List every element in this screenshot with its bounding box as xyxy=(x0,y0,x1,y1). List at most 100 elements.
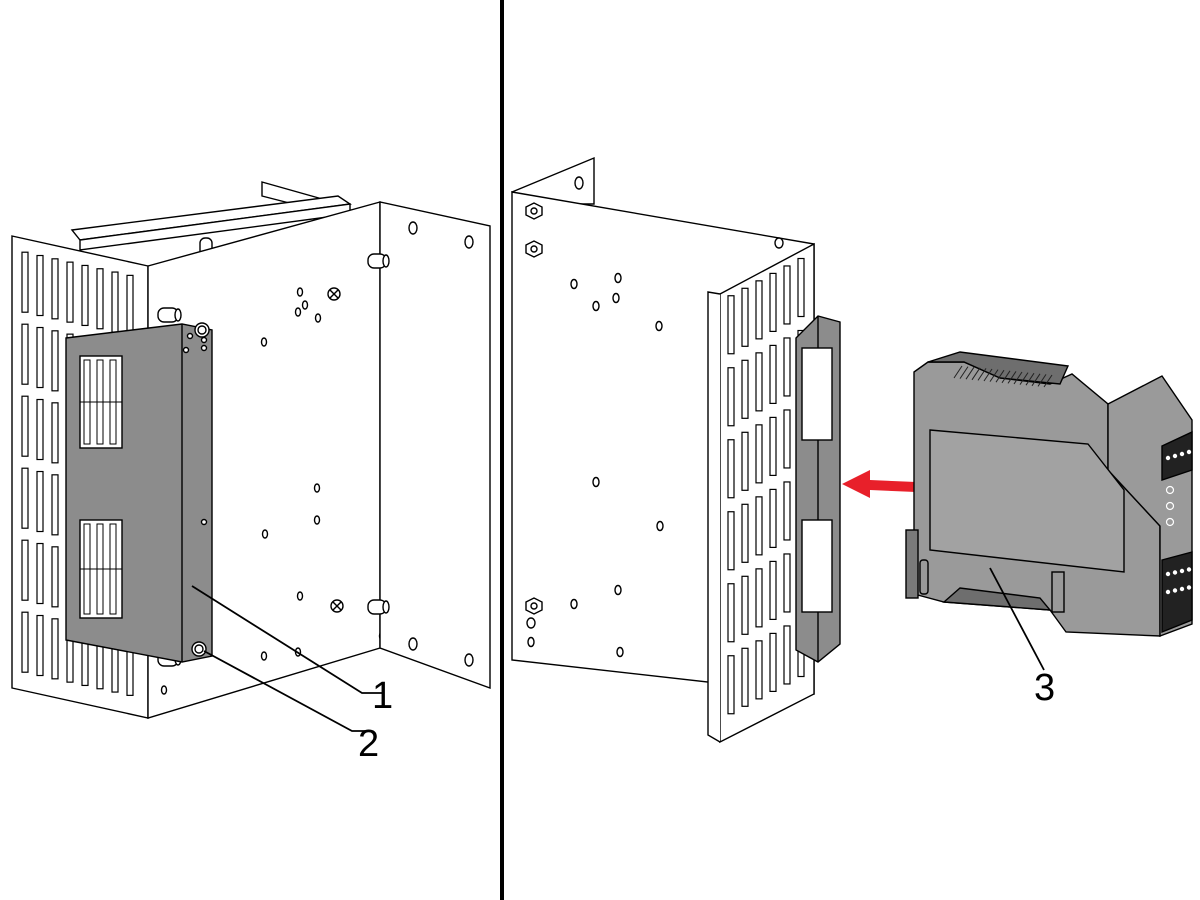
hole xyxy=(313,483,321,493)
rail-clip xyxy=(905,529,1065,613)
vent-slot xyxy=(769,560,777,621)
callout-2: 2 xyxy=(358,723,379,765)
hole xyxy=(313,515,321,525)
vent-slot xyxy=(741,647,749,707)
vent-slot xyxy=(741,503,749,563)
hole xyxy=(570,278,578,290)
vent-slot xyxy=(741,287,749,347)
hole xyxy=(261,529,269,539)
vent-slot xyxy=(21,467,29,529)
vent-slot xyxy=(51,402,59,464)
hole xyxy=(296,591,304,601)
callout-1: 1 xyxy=(372,675,393,717)
hole xyxy=(592,476,600,488)
bracket-window-slots xyxy=(80,359,122,615)
hex-nut-icon xyxy=(525,597,543,615)
vent-slot xyxy=(66,261,74,323)
vent-slot xyxy=(769,344,777,405)
hex-nut-icon xyxy=(525,202,543,220)
vent-slot xyxy=(51,546,59,608)
hole xyxy=(260,651,268,661)
hole xyxy=(592,300,600,312)
vent-slot xyxy=(797,257,805,318)
top-rear-flange xyxy=(70,181,352,257)
vent-slot xyxy=(769,272,777,333)
hole xyxy=(160,685,168,695)
callout-3: 3 xyxy=(1034,667,1055,709)
vent-slot xyxy=(727,439,735,499)
screw-icon xyxy=(327,287,341,301)
vent-slot xyxy=(783,481,791,541)
vent-slot xyxy=(21,395,29,457)
vent-slot xyxy=(36,542,44,605)
vent-slot xyxy=(783,409,791,469)
vent-slot xyxy=(769,632,777,693)
vent-slot xyxy=(36,326,44,389)
vent-slot xyxy=(769,416,777,477)
hole xyxy=(614,584,622,596)
vent-slot xyxy=(727,295,735,355)
stud xyxy=(367,599,390,615)
vent-slot xyxy=(755,640,763,700)
stud xyxy=(157,307,182,323)
vent-slot xyxy=(51,474,59,536)
hole xyxy=(656,520,664,532)
vent-slot xyxy=(21,251,29,313)
vent-slot xyxy=(755,352,763,412)
right-mounting-flange xyxy=(379,201,491,689)
bracket-screw-icon xyxy=(191,641,207,657)
mounting-holes xyxy=(527,272,664,658)
callout-leaders-left xyxy=(191,585,382,732)
vent-slot xyxy=(727,583,735,643)
vent-slot xyxy=(51,618,59,680)
right-panel-assembly xyxy=(510,156,841,744)
hex-nut-icon xyxy=(525,240,543,258)
vent-slot xyxy=(21,539,29,601)
vent-slot xyxy=(727,655,735,715)
flange-hole xyxy=(464,235,474,249)
vent-slot xyxy=(741,575,749,635)
mounting-bracket xyxy=(65,323,213,663)
left-panel-assembly xyxy=(11,181,491,719)
vent-slot xyxy=(126,274,134,336)
vent-slot xyxy=(741,431,749,491)
flange-hole xyxy=(408,221,418,235)
hole xyxy=(260,337,268,347)
vent-slot xyxy=(36,614,44,677)
vent-slot xyxy=(783,337,791,397)
vent-slot xyxy=(36,470,44,533)
vent-slot xyxy=(783,265,791,325)
flange-hole xyxy=(408,637,418,651)
front-led-indicators xyxy=(1165,485,1175,527)
vent-slot xyxy=(21,611,29,673)
hole xyxy=(616,646,624,658)
vent-slot xyxy=(727,511,735,571)
vent-slot xyxy=(51,258,59,320)
hole xyxy=(296,287,304,297)
vent-slot xyxy=(81,264,89,327)
vent-slot xyxy=(769,488,777,549)
hole xyxy=(655,320,663,332)
vent-slot xyxy=(741,359,749,419)
hole xyxy=(301,300,309,310)
stud xyxy=(367,253,390,269)
hole xyxy=(614,272,622,284)
terminal-block-top xyxy=(1161,430,1193,481)
vent-slot xyxy=(783,553,791,613)
insert-direction-arrow xyxy=(842,470,916,498)
bracket-screw-icon xyxy=(194,322,210,338)
vent-slot xyxy=(96,268,104,330)
top-terminal-ribs xyxy=(927,351,1070,388)
hole xyxy=(294,307,302,317)
vent-slot xyxy=(51,330,59,392)
vent-slot xyxy=(36,398,44,461)
hole xyxy=(570,598,578,610)
terminal-block-bottom xyxy=(1161,551,1193,634)
hole xyxy=(612,292,620,304)
screw-icon xyxy=(330,599,344,613)
vent-slot xyxy=(755,424,763,484)
mounting-bracket xyxy=(795,315,841,663)
flange-hole xyxy=(464,653,474,667)
hole xyxy=(314,313,322,323)
